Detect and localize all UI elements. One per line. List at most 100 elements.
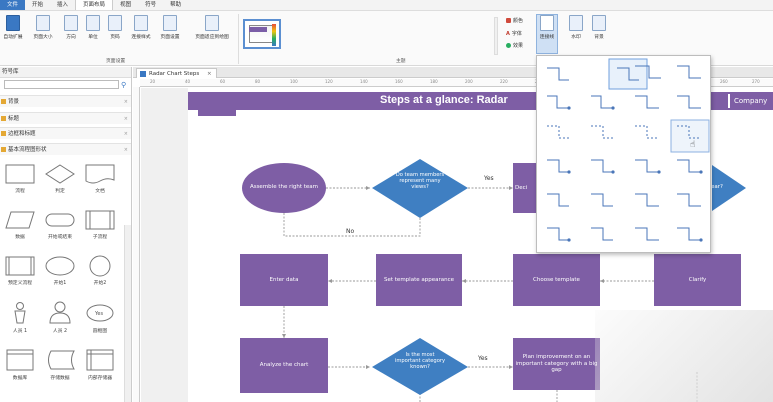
clear-diamond[interactable] xyxy=(712,165,746,211)
fit-to-drawing-button[interactable]: 页面适应到绘图 xyxy=(190,15,234,40)
enter-data-node[interactable]: Enter data xyxy=(240,254,328,306)
shape-start1[interactable]: 开始1 xyxy=(40,255,80,286)
connector-style-hovered[interactable] xyxy=(670,119,710,153)
connector-style-option[interactable] xyxy=(547,95,569,109)
theme-scroll[interactable] xyxy=(494,17,498,55)
page-size-button[interactable]: 页面大小 xyxy=(32,15,54,40)
connector-style-option[interactable] xyxy=(677,159,701,173)
shape-document[interactable]: 文档 xyxy=(80,163,120,194)
category-background[interactable]: 背景 × xyxy=(0,95,131,107)
most-important-diamond[interactable] xyxy=(372,338,468,395)
connector-style-option[interactable] xyxy=(635,193,659,207)
shape-start-end[interactable]: 开始或结束 xyxy=(40,209,80,240)
tab-file[interactable]: 文件 xyxy=(0,0,26,10)
search-icon[interactable]: ⚲ xyxy=(121,81,127,89)
connector-style-option[interactable] xyxy=(635,65,661,79)
category-border-title[interactable]: 边框和标题 × xyxy=(0,127,131,139)
orientation-button[interactable]: 方向 xyxy=(60,15,82,40)
close-icon[interactable]: × xyxy=(123,99,128,105)
tab-help[interactable]: 帮助 xyxy=(170,2,182,8)
connector-style-option[interactable] xyxy=(547,227,569,241)
shape-subprocess[interactable]: 子流程 xyxy=(80,209,120,240)
shape-person2[interactable]: 人员 2 xyxy=(40,301,80,334)
auto-expand-button[interactable]: 自动扩展 xyxy=(2,15,24,40)
shape-person1[interactable]: 人员 1 xyxy=(0,301,40,334)
unit-button[interactable]: 单位 xyxy=(82,15,104,40)
shape-start2[interactable]: 开始2 xyxy=(80,255,120,286)
connector-style-button[interactable]: 连接样式 xyxy=(128,15,154,40)
connector-style-option[interactable] xyxy=(677,125,701,139)
company-label[interactable]: Company xyxy=(728,94,773,108)
connector-style-option[interactable] xyxy=(677,65,701,79)
tab-view[interactable]: 视图 xyxy=(120,2,132,8)
analyze-chart-node[interactable]: Analyze the chart xyxy=(240,338,328,393)
shape-internal-storage[interactable]: 内部存储器 xyxy=(80,348,120,381)
ruler-tick: 160 xyxy=(395,79,403,84)
do-team-diamond[interactable] xyxy=(372,159,468,218)
connector-style-popup[interactable] xyxy=(536,55,711,253)
close-icon[interactable]: × xyxy=(123,131,128,137)
close-icon[interactable]: × xyxy=(123,147,128,153)
shape-oval-box[interactable]: Yes 圆框图 xyxy=(80,301,120,334)
connector-style-option[interactable] xyxy=(617,67,639,81)
auto-expand-icon xyxy=(6,15,20,31)
symbol-search-input[interactable] xyxy=(4,80,119,89)
shape-database[interactable]: 数据库 xyxy=(0,348,40,381)
connector[interactable] xyxy=(283,213,421,237)
connector-style-option[interactable] xyxy=(591,193,613,207)
connector-style-selected[interactable] xyxy=(608,58,648,90)
connector-style-option[interactable] xyxy=(591,95,613,109)
connector-style-option[interactable] xyxy=(635,125,659,139)
document-tab[interactable]: Radar Chart Steps × xyxy=(136,68,217,78)
tab-home[interactable]: 开始 xyxy=(32,2,44,8)
colors-option[interactable]: 颜色 xyxy=(506,17,523,24)
close-icon[interactable]: × xyxy=(123,116,128,122)
effects-option[interactable]: 效果 xyxy=(506,42,523,49)
symbol-library-panel: 符号库 ⚲ 背景 × 标题 × 边框和标题 × 基本流程图形状 × 流程 判定 … xyxy=(0,67,132,402)
connector-button[interactable]: 连接线 xyxy=(536,14,558,54)
connector-style-option[interactable] xyxy=(591,227,613,241)
category-basic-flowchart[interactable]: 基本流程图形状 × xyxy=(0,143,131,155)
shape-stored-data[interactable]: 存储数据 xyxy=(40,348,80,381)
choose-template-node[interactable]: Choose template xyxy=(513,254,600,306)
assemble-team-ellipse[interactable] xyxy=(242,163,326,213)
connector-style-option[interactable] xyxy=(635,159,659,173)
connector-style-option[interactable] xyxy=(547,125,569,139)
category-title[interactable]: 标题 × xyxy=(0,112,131,124)
background-button[interactable]: 背景 xyxy=(588,15,610,40)
group-page-setup-label: 页面设置 xyxy=(106,59,126,64)
decide-node[interactable]: Deci xyxy=(513,163,539,213)
person-icon xyxy=(14,302,26,324)
panel-scrollbar[interactable] xyxy=(124,225,131,402)
fonts-option[interactable]: A 字体 xyxy=(506,30,522,38)
shape-decision[interactable]: 判定 xyxy=(40,163,80,194)
connector-style-option[interactable] xyxy=(591,159,613,173)
connector-style-option[interactable] xyxy=(591,125,613,139)
shape-predefined-process[interactable]: 预定义流程 xyxy=(0,255,40,286)
connector-style-option[interactable] xyxy=(547,159,569,173)
page-setup-button[interactable]: 页面设置 xyxy=(157,15,183,40)
tab-insert[interactable]: 插入 xyxy=(57,2,69,8)
shape-data[interactable]: 数据 xyxy=(0,209,40,240)
close-tab-icon[interactable]: × xyxy=(206,71,212,77)
plan-improvement-node[interactable]: Plan improvement on an important categor… xyxy=(513,338,600,390)
connector-style-option[interactable] xyxy=(547,67,569,81)
connector-style-option[interactable] xyxy=(677,227,701,241)
connector-style-option[interactable] xyxy=(635,95,659,109)
connector-style-option[interactable] xyxy=(635,227,659,241)
set-template-node[interactable]: Set template appearance xyxy=(376,254,462,306)
ellipse-shape-icon xyxy=(45,256,75,276)
tab-symbol[interactable]: 符号 xyxy=(145,2,157,8)
page-number-button[interactable]: 页码 xyxy=(104,15,126,40)
clarify-node[interactable]: Clarify xyxy=(654,254,741,306)
connector-style-option[interactable] xyxy=(547,193,569,207)
watermark-button[interactable]: 水印 xyxy=(565,15,587,40)
tab-page-layout[interactable]: 页面布局 xyxy=(75,0,114,10)
shape-process[interactable]: 流程 xyxy=(0,163,40,194)
stored-data-shape-icon xyxy=(48,350,75,370)
connector-style-option[interactable] xyxy=(677,193,701,207)
diagram-title[interactable]: Steps at a glance: Radar xyxy=(380,94,508,106)
theme-thumbnail[interactable] xyxy=(243,19,281,49)
connector-style-option[interactable] xyxy=(677,95,701,109)
